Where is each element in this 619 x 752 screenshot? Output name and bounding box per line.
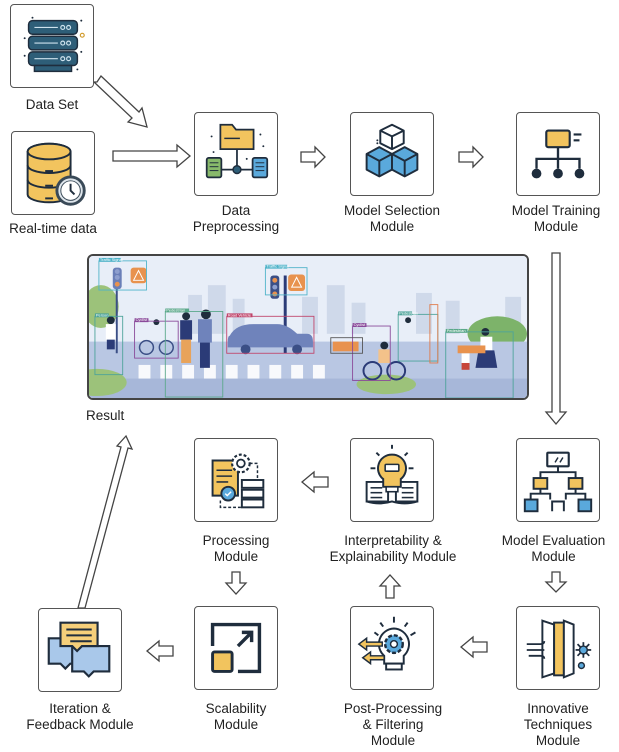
- door-snowflake-icon: [526, 619, 592, 679]
- node-iteration: [38, 608, 122, 692]
- document-gear-icon: [211, 453, 265, 509]
- detection-box: [226, 315, 315, 354]
- detection-label: Cyclist: [354, 322, 367, 327]
- label-dataset: Data Set: [25, 97, 79, 112]
- node-dataset: [10, 4, 94, 88]
- label-postprocessing: Post-Processing & Filtering Module: [343, 701, 443, 748]
- label-iteration: Iteration & Feedback Module: [26, 701, 134, 732]
- lightbulb-gear-icon: [357, 616, 416, 671]
- arrow-training-to-evaluation: [544, 252, 568, 426]
- org-chart-icon: [531, 129, 585, 179]
- detection-box: [94, 315, 124, 376]
- node-scalability: [194, 606, 278, 690]
- node-innovative: [516, 606, 600, 690]
- label-preprocessing: Data Preprocessing: [192, 203, 280, 234]
- node-training: [516, 112, 600, 196]
- arrow-evaluation-to-innovative: [544, 571, 568, 593]
- detection-box: [330, 337, 363, 354]
- label-realtime: Real-time data: [9, 221, 97, 236]
- detection-label: Pedestrian: [447, 328, 466, 333]
- expand-square-icon: [210, 622, 262, 674]
- node-selection: [350, 112, 434, 196]
- arrow-processing-to-scalability: [224, 571, 248, 595]
- label-innovative: Innovative Techniques Module: [523, 701, 593, 748]
- node-realtime: [11, 131, 95, 215]
- result-image: Traffic Signal Traffic Signal Person Cyc…: [87, 254, 529, 400]
- detection-label: Road Vehicle: [228, 312, 251, 317]
- arrow-postprocessing-to-interpretability: [378, 574, 402, 599]
- detection-label: Pedestrian: [166, 307, 185, 312]
- lightbulb-book-icon: [365, 444, 419, 505]
- label-result: Result: [86, 408, 125, 423]
- server-stack-icon: [23, 16, 85, 73]
- node-processing: [194, 438, 278, 522]
- folder-hierarchy-icon: [205, 123, 269, 179]
- detection-box: [164, 311, 224, 398]
- node-evaluation: [516, 438, 600, 522]
- database-clock-icon: [26, 142, 86, 206]
- label-scalability: Scalability Module: [205, 701, 267, 732]
- label-interpretability: Interpretability & Explainability Module: [329, 533, 457, 564]
- label-training: Model Training Module: [511, 203, 601, 234]
- detection-box: [445, 331, 514, 398]
- arrow-preprocessing-to-selection: [300, 145, 326, 169]
- stacked-cubes-icon: [365, 123, 419, 178]
- node-postprocessing: [350, 606, 434, 690]
- arrow-interpretability-to-processing: [300, 470, 329, 494]
- arrow-scalability-to-iteration: [145, 639, 174, 663]
- street-scene-detection-illustration: Traffic Signal Traffic Signal Person Cyc…: [89, 256, 527, 398]
- detection-label: Traffic Signal: [100, 257, 123, 262]
- arrow-realtime-to-preprocessing: [112, 143, 192, 169]
- label-processing: Processing Module: [202, 533, 270, 564]
- detection-label: Pedestrian: [399, 310, 418, 315]
- detection-box: [134, 320, 179, 359]
- detection-label: Person: [96, 312, 109, 317]
- arrow-iteration-to-result: [77, 434, 134, 609]
- detection-label: Traffic Signal: [266, 264, 289, 269]
- label-evaluation: Model Evaluation Module: [501, 533, 606, 564]
- detection-box: [98, 260, 147, 291]
- arrow-selection-to-training: [458, 145, 484, 169]
- node-preprocessing: [194, 112, 278, 196]
- arrow-innovative-to-postprocessing: [459, 635, 488, 659]
- node-interpretability: [350, 438, 434, 522]
- chat-bubbles-icon: [47, 621, 111, 678]
- label-selection: Model Selection Module: [343, 203, 441, 234]
- detection-label: Cyclist: [136, 317, 149, 322]
- hierarchy-evaluation-icon: [523, 451, 593, 513]
- detection-box: [429, 304, 439, 364]
